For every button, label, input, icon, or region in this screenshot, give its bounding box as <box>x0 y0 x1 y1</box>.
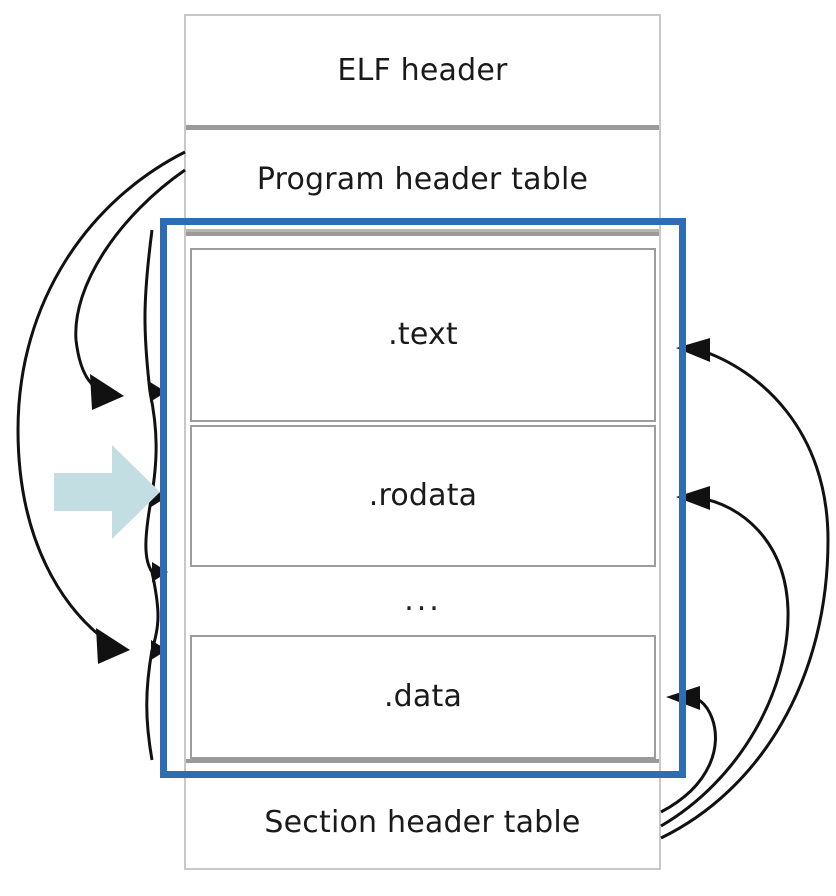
group-bottom-spacer <box>186 759 659 769</box>
section-data-band: .data <box>190 635 656 759</box>
group-top-spacer <box>186 232 659 242</box>
section-header-table-band: Section header table <box>186 777 659 868</box>
connector-pht-to-data <box>16 150 186 664</box>
section-data-label: .data <box>383 679 463 714</box>
section-text-band: .text <box>190 248 656 422</box>
connector-sht-to-text <box>660 338 830 840</box>
section-text-label: .text <box>388 317 458 352</box>
emphasis-arrow-shape <box>54 445 160 539</box>
program-header-table-band: Program header table <box>186 131 659 232</box>
elf-header-band: ELF header <box>186 16 659 130</box>
connector-sht-to-rodata <box>660 486 790 828</box>
section-rodata-band: .rodata <box>190 425 656 567</box>
connector-sht-to-data <box>660 686 717 814</box>
section-ellipsis-band: ... <box>190 570 656 632</box>
section-ellipsis-label: ... <box>404 583 442 618</box>
section-rodata-label: .rodata <box>368 478 478 513</box>
sections-emphasis-arrow-icon <box>54 445 160 539</box>
elf-header-label: ELF header <box>337 52 508 88</box>
connector-pht-to-text <box>74 168 186 410</box>
section-header-table-label: Section header table <box>264 804 581 840</box>
program-header-table-label: Program header table <box>256 162 589 197</box>
